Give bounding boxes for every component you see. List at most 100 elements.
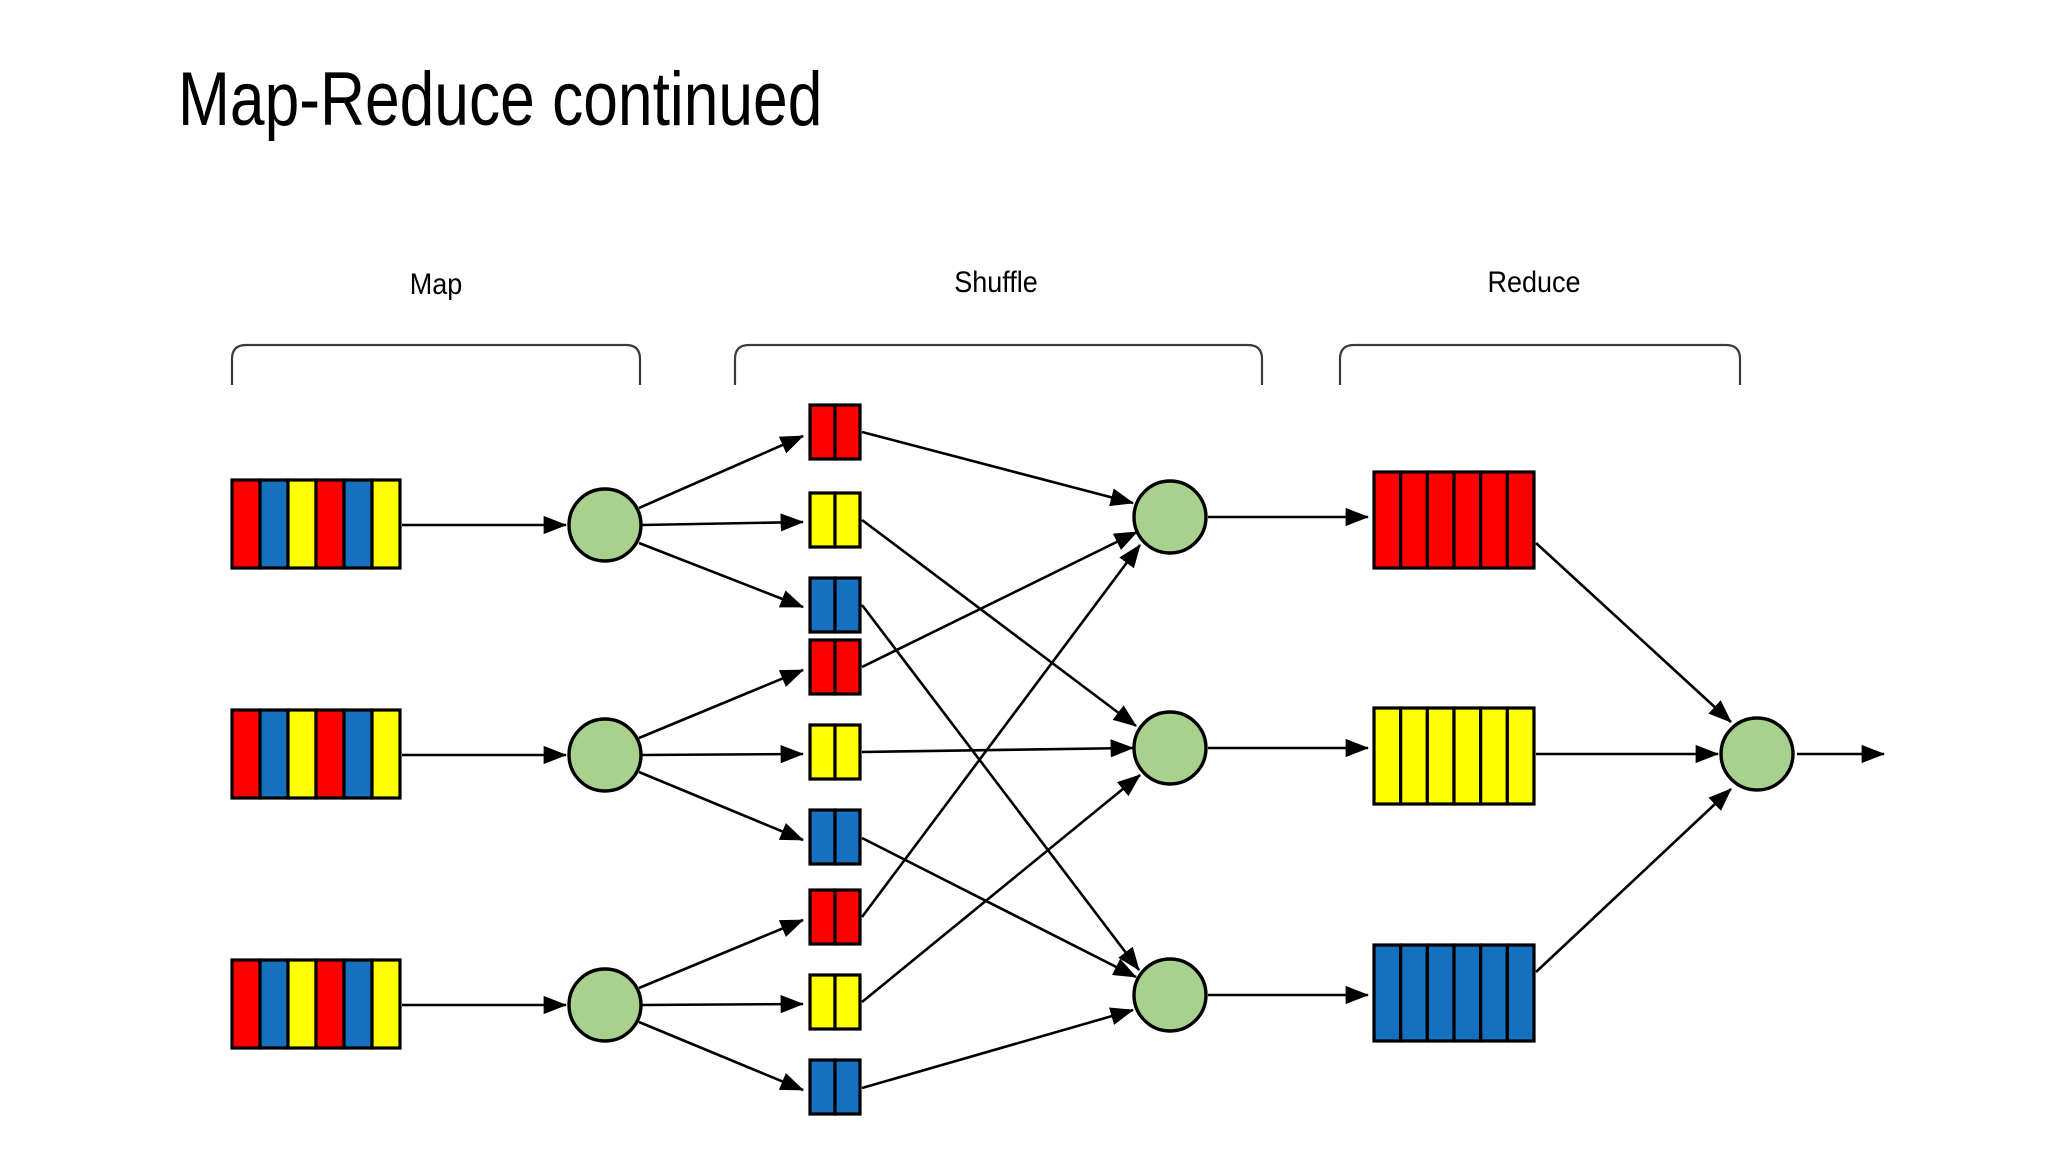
edge-shuffle-reducer-shuffle-2-blue-to-reducer-blue (861, 836, 1137, 979)
block-stripe-yellow (370, 478, 402, 570)
block-stripe-yellow (286, 958, 318, 1050)
block-stripe-red (1479, 470, 1509, 570)
phase-brackets (230, 343, 1742, 385)
block-stripe-red (833, 638, 862, 696)
block-stripe-red (230, 958, 262, 1050)
edge-shuffle-reducer-shuffle-1-blue-to-reducer-blue (860, 604, 1141, 971)
reducer-node-reducer-yellow (1132, 710, 1208, 786)
edge-shuffle-reducer-shuffle-3-blue-to-reducer-blue (861, 1007, 1134, 1090)
block-stripe-yellow (1479, 706, 1509, 806)
block-stripe-yellow (833, 973, 862, 1031)
edge-shuffle-reducer-shuffle-3-red-to-reducer-red (860, 544, 1142, 918)
edge-output-final-output-red-to-final-collector (1535, 542, 1732, 723)
phase-bracket-shuffle (733, 343, 1264, 385)
block-stripe-red (1372, 470, 1403, 570)
block-stripe-blue (1399, 943, 1429, 1043)
final-node-final-collector (1719, 716, 1795, 792)
block-stripe-red (1452, 470, 1483, 570)
phase-label-reduce: Reduce (1487, 266, 1581, 299)
block-stripe-red (314, 708, 346, 800)
edge-mapper-shuffle-mapper-1-to-shuffle-1-blue (638, 541, 804, 609)
block-stripe-yellow (833, 723, 862, 781)
block-stripe-yellow (1452, 706, 1483, 806)
block-stripe-yellow (286, 708, 318, 800)
output-block-output-red (1372, 470, 1536, 570)
block-stripe-blue (258, 478, 290, 570)
block-stripe-yellow (833, 491, 862, 549)
block-stripe-red (833, 403, 862, 461)
shuffle-block-shuffle-2-yellow (808, 723, 862, 781)
block-stripe-red (1425, 470, 1456, 570)
edge-mapper-shuffle-mapper-3-to-shuffle-3-blue (638, 1020, 804, 1092)
diagram-nodes (567, 479, 1795, 1043)
input-block-input-3 (230, 958, 402, 1050)
edge-mapper-shuffle-mapper-2-to-shuffle-2-yellow (641, 745, 805, 764)
block-stripe-blue (342, 958, 374, 1050)
block-stripe-blue (808, 1058, 837, 1116)
block-stripe-blue (1372, 943, 1403, 1043)
shuffle-block-shuffle-2-blue (808, 808, 862, 866)
reducer-node-reducer-blue (1132, 957, 1208, 1033)
block-stripe-yellow (808, 491, 837, 549)
block-stripe-red (1505, 470, 1536, 570)
input-block-input-1 (230, 478, 402, 570)
block-stripe-blue (1425, 943, 1456, 1043)
edge-shuffle-reducer-shuffle-1-red-to-reducer-red (861, 430, 1135, 507)
edge-mapper-shuffle-mapper-1-to-shuffle-1-red (638, 434, 804, 510)
edge-shuffle-reducer-shuffle-3-yellow-to-reducer-yellow (861, 773, 1141, 1004)
block-stripe-yellow (808, 723, 837, 781)
block-stripe-blue (808, 808, 837, 866)
block-stripe-yellow (808, 973, 837, 1031)
edge-shuffle-reducer-shuffle-1-yellow-to-reducer-yellow (861, 518, 1137, 728)
block-stripe-yellow (1425, 706, 1456, 806)
diagram-edges (402, 430, 1886, 1092)
block-stripe-yellow (1399, 706, 1429, 806)
edge-output-final-output-blue-to-final-collector (1535, 788, 1732, 973)
block-stripe-blue (833, 808, 862, 866)
block-stripe-blue (833, 576, 862, 634)
edge-shuffle-reducer-shuffle-2-red-to-reducer-red (861, 530, 1138, 669)
page-title: Map-Reduce continued (178, 57, 823, 142)
edge-mapper-shuffle-mapper-3-to-shuffle-3-red (638, 918, 804, 990)
edge-mapper-shuffle-mapper-2-to-shuffle-2-blue (638, 770, 804, 842)
phase-label-shuffle: Shuffle (954, 266, 1038, 299)
edge-mapper-shuffle-mapper-2-to-shuffle-2-red (638, 668, 804, 740)
block-stripe-red (808, 403, 837, 461)
block-stripe-red (808, 638, 837, 696)
block-stripe-red (314, 958, 346, 1050)
shuffle-block-shuffle-3-red (808, 888, 862, 946)
phase-label-map: Map (409, 268, 463, 301)
reducer-node-reducer-red (1132, 479, 1208, 555)
block-stripe-blue (833, 1058, 862, 1116)
block-stripe-blue (1479, 943, 1509, 1043)
block-stripe-red (808, 888, 837, 946)
block-stripe-blue (342, 478, 374, 570)
shuffle-block-shuffle-3-yellow (808, 973, 862, 1031)
block-stripe-yellow (370, 958, 402, 1050)
block-stripe-blue (808, 576, 837, 634)
edge-shuffle-reducer-shuffle-2-yellow-to-reducer-yellow (861, 739, 1135, 758)
block-stripe-red (1399, 470, 1429, 570)
shuffle-block-shuffle-1-red (808, 403, 862, 461)
mapper-node-mapper-2 (567, 717, 643, 793)
phase-bracket-reduce (1338, 343, 1742, 385)
block-stripe-blue (1505, 943, 1536, 1043)
diagram-blocks (230, 403, 1536, 1116)
block-stripe-yellow (1372, 706, 1403, 806)
block-stripe-blue (342, 708, 374, 800)
block-stripe-red (230, 708, 262, 800)
block-stripe-red (314, 478, 346, 570)
mapper-node-mapper-1 (567, 487, 643, 563)
block-stripe-blue (258, 708, 290, 800)
shuffle-block-shuffle-1-yellow (808, 491, 862, 549)
output-block-output-blue (1372, 943, 1536, 1043)
output-block-output-yellow (1372, 706, 1536, 806)
block-stripe-yellow (370, 708, 402, 800)
shuffle-block-shuffle-1-blue (808, 576, 862, 634)
shuffle-block-shuffle-2-red (808, 638, 862, 696)
shuffle-block-shuffle-3-blue (808, 1058, 862, 1116)
mapper-node-mapper-3 (567, 967, 643, 1043)
block-stripe-yellow (286, 478, 318, 570)
